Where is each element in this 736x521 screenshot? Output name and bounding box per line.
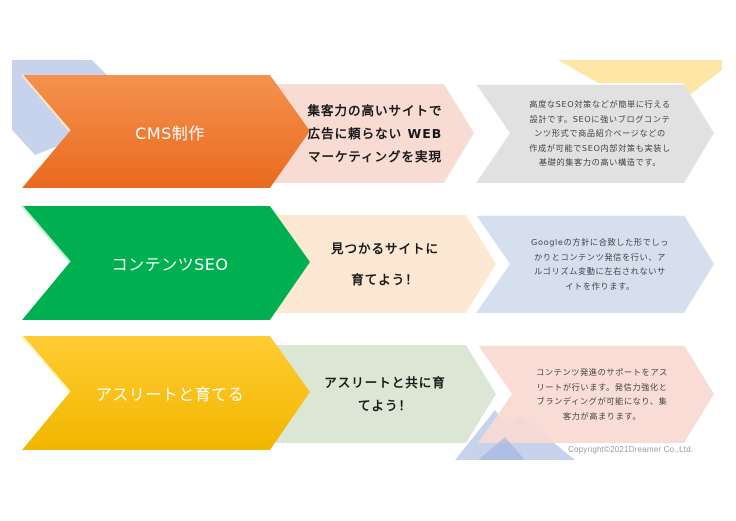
row2-main-chevron: [22, 206, 310, 320]
row2-mid-label: 見つかるサイトに 育てよう！: [330, 241, 439, 287]
row3-desc-label: コンテンツ発進のサポートをアス リートが行います。発信力強化と ブランディングが…: [536, 367, 668, 421]
row2-mid-chevron: [268, 215, 496, 313]
row3-main-bevel: [21, 335, 71, 393]
row1-mid-label: 集客力の高いサイトで 広告に頼らない WEB マーケティングを実現: [307, 103, 443, 164]
row3-mid-label: アスリートと共に育 てよう！: [324, 375, 446, 413]
row3-main-chevron: [22, 336, 310, 450]
row1-main-chevron: [22, 75, 310, 188]
row2-desc-chevron: [476, 215, 714, 313]
row1-mid-chevron: [268, 84, 474, 183]
row1-main-bevel: [21, 74, 71, 132]
row3-desc-chevron: [478, 345, 714, 443]
row3-main-label: アスリートと育てる: [95, 385, 245, 404]
row1-main-label: CMS制作: [135, 123, 205, 143]
row3-mid-chevron: [268, 345, 496, 443]
row1-desc-chevron: [476, 84, 714, 183]
row1-desc-label: 高度なSEO対策などが簡単に行える 設計です。SEOに強いブログコンテ ンツ形式…: [529, 99, 671, 168]
row2-desc-label: Googleの方針に合致した形でしっ かりとコンテンツ発信を行い、ア ルゴリズム…: [531, 237, 669, 291]
row2-main-bevel: [21, 205, 71, 263]
row2-main-label: コンテンツSEO: [111, 255, 229, 274]
decor-blue-triangle-overlap: [478, 437, 525, 460]
copyright-text: Copyright©2021Dreamer Co.,Ltd.: [568, 445, 694, 454]
